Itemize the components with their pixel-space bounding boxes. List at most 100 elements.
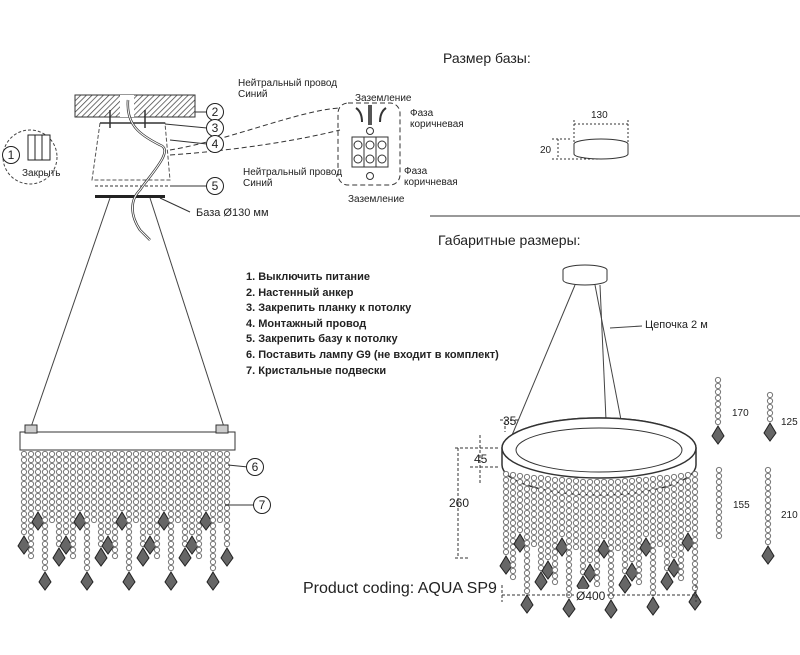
crystal-bead (125, 486, 133, 494)
crystal-bead (649, 571, 657, 579)
crystal-bead (714, 406, 722, 414)
crystal-bead (97, 534, 105, 542)
crystal-bead (195, 552, 203, 560)
crystal-bead (565, 561, 573, 569)
crystal-bead (600, 496, 608, 504)
crystal-bead (579, 514, 587, 522)
crystal-bead (523, 557, 531, 565)
crystal-bead (530, 492, 538, 500)
crystal-bead (41, 492, 49, 500)
crystal-bead (607, 478, 615, 486)
crystal-bead (195, 510, 203, 518)
crystal-bead (523, 485, 531, 493)
crystal-bead (677, 508, 685, 516)
crystal-bead (69, 534, 77, 542)
crystal-bead (523, 587, 531, 595)
crystal-bead (621, 543, 629, 551)
crystal-bead (593, 550, 601, 558)
crystal-bead (76, 492, 84, 500)
crystal-bead (565, 477, 573, 485)
crystal-bead (83, 462, 91, 470)
crystal-bead (62, 480, 70, 488)
crystal-bead (153, 492, 161, 500)
crystal-bead (76, 450, 84, 458)
crystal-bead (104, 450, 112, 458)
steps-list: 1. Выключить питание 2. Настенный анкер … (246, 270, 499, 379)
crystal-bead (195, 540, 203, 548)
crystal-bead (181, 474, 189, 482)
crystal-bead (691, 560, 699, 568)
crystal-bead (97, 480, 105, 488)
crystal-bead (195, 528, 203, 536)
crystal-bead (202, 486, 210, 494)
crystal-bead (146, 504, 154, 512)
crystal-bead (642, 524, 650, 532)
crystal-bead (132, 486, 140, 494)
crystal-bead (181, 534, 189, 542)
crystal-bead (607, 508, 615, 516)
crystal-bead (509, 513, 517, 521)
crystal-bead (202, 456, 210, 464)
crystal-bead (607, 562, 615, 570)
crystal-bead (209, 474, 217, 482)
crystal-bead (642, 518, 650, 526)
crystal-bead (69, 456, 77, 464)
crystal-bead (195, 462, 203, 470)
crystal-bead (677, 514, 685, 522)
crystal-bead (69, 474, 77, 482)
crystal-bead (551, 512, 559, 520)
crystal-bead (97, 510, 105, 518)
crystal-bead (677, 490, 685, 498)
crystal-bead (174, 474, 182, 482)
crystal-bead (551, 560, 559, 568)
crystal-bead (41, 522, 49, 530)
crystal-bead (27, 450, 35, 458)
crystal-bead (118, 480, 126, 488)
crystal-bead (34, 504, 42, 512)
crystal-bead (139, 504, 147, 512)
crystal-bead (181, 450, 189, 458)
crystal-bead (663, 558, 671, 566)
crystal-bead (90, 516, 98, 524)
crystal-bead (195, 480, 203, 488)
crystal-bead (649, 535, 657, 543)
crystal-drop (94, 547, 108, 567)
crystal-bead (621, 525, 629, 533)
crystal-bead (691, 476, 699, 484)
crystal-bead (565, 531, 573, 539)
crystal-bead (764, 538, 772, 546)
crystal-bead (223, 540, 231, 548)
crystal-bead (27, 546, 35, 554)
crystal-bead (188, 528, 196, 536)
crystal-drop (562, 598, 576, 618)
crystal-bead (509, 489, 517, 497)
crystal-bead (516, 502, 524, 510)
crystal-bead (670, 497, 678, 505)
crystal-bead (691, 470, 699, 478)
crystal-bead (125, 540, 133, 548)
crystal-bead (111, 474, 119, 482)
crystal-bead (502, 524, 510, 532)
crystal-bead (579, 478, 587, 486)
crystal-bead (139, 450, 147, 458)
crystal-bead (111, 510, 119, 518)
crystal-bead (83, 564, 91, 572)
crystal-bead (586, 556, 594, 564)
crystal-bead (48, 480, 56, 488)
crystal-bead (174, 456, 182, 464)
crystal-bead (544, 511, 552, 519)
crystal-drop (178, 547, 192, 567)
crystal-bead (502, 494, 510, 502)
crystal-bead (118, 486, 126, 494)
crystal-bead (663, 552, 671, 560)
crystal-bead (34, 492, 42, 500)
crystal-bead (216, 468, 224, 476)
crystal-bead (111, 450, 119, 458)
crystal-bead (766, 391, 774, 399)
crystal-bead (174, 462, 182, 470)
crystal-bead (202, 468, 210, 476)
crystal-bead (509, 507, 517, 515)
crystal-bead (55, 492, 63, 500)
